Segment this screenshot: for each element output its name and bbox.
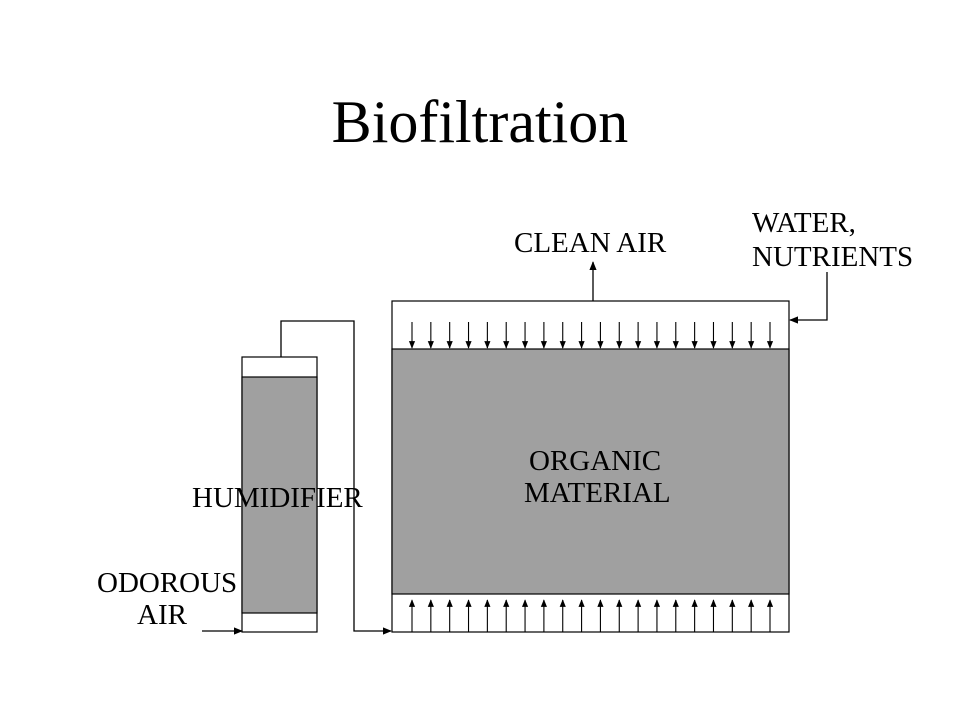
spray-arrows <box>408 322 774 349</box>
water-inlet-arrow <box>789 272 828 324</box>
clean-air-label: CLEAN AIR <box>514 227 667 259</box>
water-label: WATER, <box>752 207 856 239</box>
air-label: AIR <box>137 599 188 631</box>
page-title: Biofiltration <box>331 89 629 155</box>
humidifier-fill <box>241 376 318 614</box>
airflow-arrows <box>408 599 774 632</box>
odorous-label: ODOROUS <box>97 567 237 599</box>
material-label: MATERIAL <box>524 477 671 509</box>
organic-material-fill <box>391 348 790 595</box>
organic-label: ORGANIC <box>529 445 661 477</box>
humidifier-column <box>241 356 318 633</box>
connecting-pipe-arrow <box>280 320 392 635</box>
nutrients-label: NUTRIENTS <box>752 241 913 273</box>
biofilter-bed <box>391 300 790 633</box>
humidifier-label: HUMIDIFIER <box>192 482 363 514</box>
